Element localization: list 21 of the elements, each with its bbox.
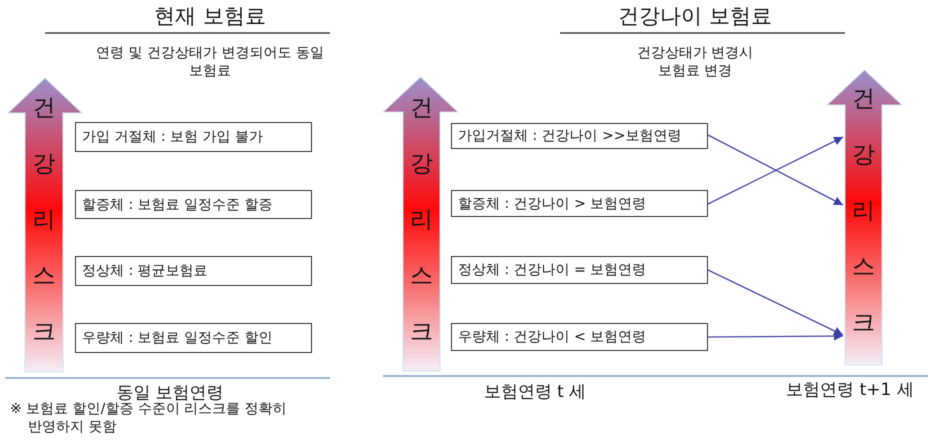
- section-title: 건강나이 보험료: [618, 3, 772, 30]
- category-box: 정상체 : 평균보험료: [75, 256, 312, 286]
- footnote-text: ※ 보험료 할인/할증 수준이 리스크를 정확히 반영하지 못함: [10, 401, 288, 436]
- category-box: 가입거절체 : 건강나이 >>보험연령: [451, 123, 708, 149]
- axis-label: 보험연령 t+1 세: [786, 379, 914, 401]
- description-text: 건강상태가 변경시 보험료 변경: [636, 44, 754, 80]
- vertical-label: 건강리스크: [410, 94, 433, 347]
- category-box: 가입 거절체 : 보험 가입 불가: [75, 122, 312, 152]
- arrow: [708, 269, 844, 336]
- category-box: 할증체 : 보험료 일정수준 할증: [75, 190, 312, 219]
- category-box: 정상체 : 건강나이 = 보험연령: [451, 256, 708, 284]
- axis-label: 보험연령 t 세: [484, 381, 586, 403]
- description-text: 연령 및 건강상태가 변경되어도 동일 보험료: [95, 44, 325, 80]
- axis-label: 동일 보험연령: [116, 382, 224, 403]
- category-box: 할증체 : 건강나이 > 보험연령: [451, 190, 708, 217]
- section-title: 현재 보험료: [154, 3, 266, 30]
- category-box: 우량체 : 건강나이 < 보험연령: [451, 323, 708, 351]
- category-box: 우량체 : 보험료 일정수준 할인: [75, 323, 312, 353]
- arrow: [708, 332, 843, 341]
- vertical-label: 건강리스크: [852, 85, 875, 338]
- vertical-label: 건강리스크: [32, 94, 56, 347]
